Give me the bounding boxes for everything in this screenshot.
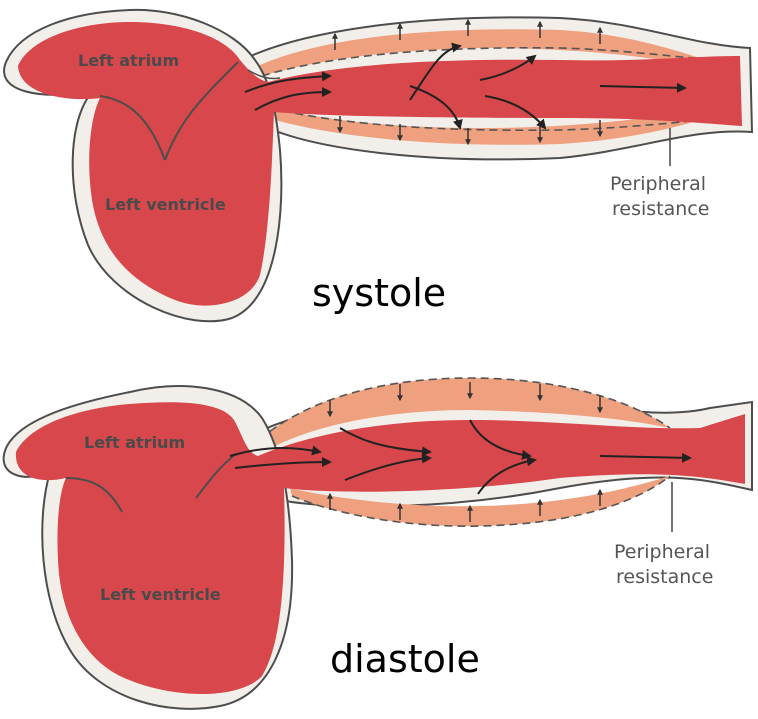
diastole-panel: Left atrium Left ventricle Peripheral re… [2, 377, 753, 710]
systole-lower-stretch [268, 108, 700, 145]
systole-peripheral-label: Peripheral [610, 173, 706, 195]
diastole-title: diastole [330, 637, 480, 681]
diastole-left-atrium-label: Left atrium [84, 433, 185, 452]
systole-panel: Left atrium Left ventricle Peripheral re… [3, 8, 754, 323]
systole-left-atrium-label: Left atrium [78, 51, 179, 70]
systole-title: systole [312, 271, 446, 315]
diastole-left-ventricle-label: Left ventricle [100, 585, 221, 604]
diastole-blood [15, 402, 746, 694]
diastole-upper-stretch [250, 378, 670, 456]
systole-resistance-label: resistance [612, 198, 709, 220]
systole-blood [18, 22, 742, 306]
systole-left-ventricle-label: Left ventricle [105, 195, 226, 214]
diastole-resistance-label: resistance [616, 566, 713, 588]
diastole-lower-stretch [290, 476, 670, 527]
systole-upper-stretch [258, 29, 700, 76]
diastole-peripheral-label: Peripheral [614, 541, 710, 563]
